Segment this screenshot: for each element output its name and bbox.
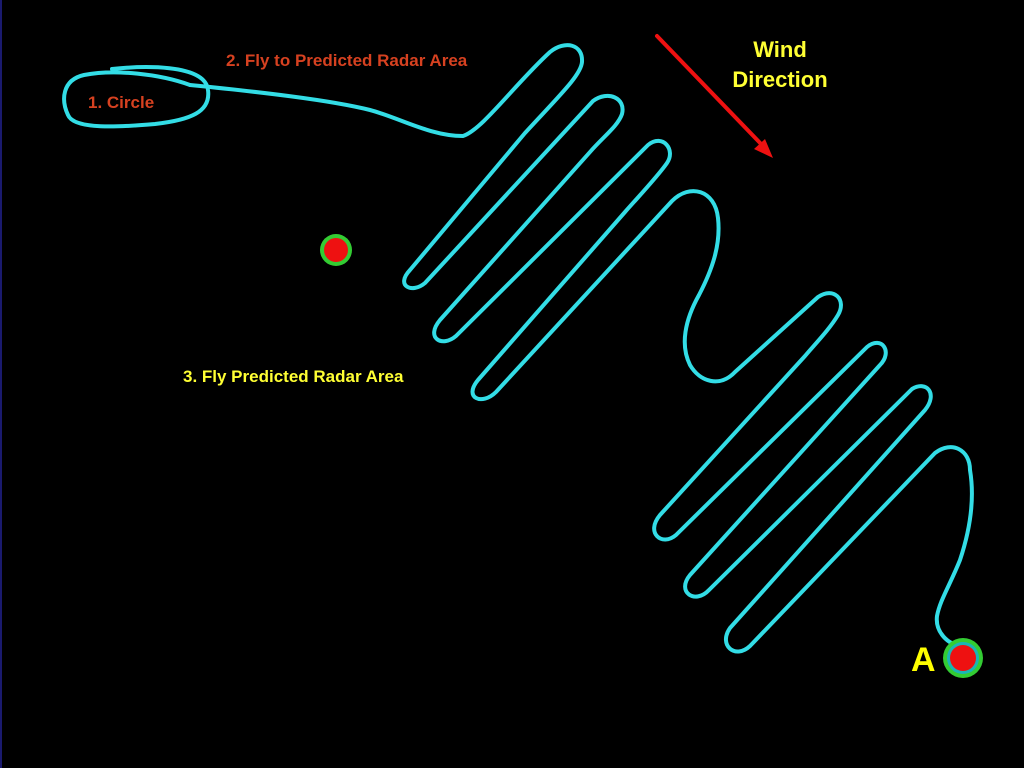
step1-label: 1. Circle xyxy=(88,93,155,112)
wind-direction-label: Wind Direction xyxy=(720,35,840,95)
endpoint-label: A xyxy=(911,641,936,679)
radar-marker xyxy=(320,234,352,266)
wind-direction-arrow xyxy=(655,34,773,158)
endpoint-marker xyxy=(943,638,983,678)
step3-label: 3. Fly Predicted Radar Area xyxy=(183,367,404,386)
circle-loiter-path xyxy=(62,65,211,129)
slide-edge xyxy=(0,0,2,768)
flight-path xyxy=(188,43,974,654)
step2-label: 2. Fly to Predicted Radar Area xyxy=(226,51,468,70)
wind-label-line1: Wind xyxy=(753,37,807,62)
wind-label-line2: Direction xyxy=(732,67,828,92)
